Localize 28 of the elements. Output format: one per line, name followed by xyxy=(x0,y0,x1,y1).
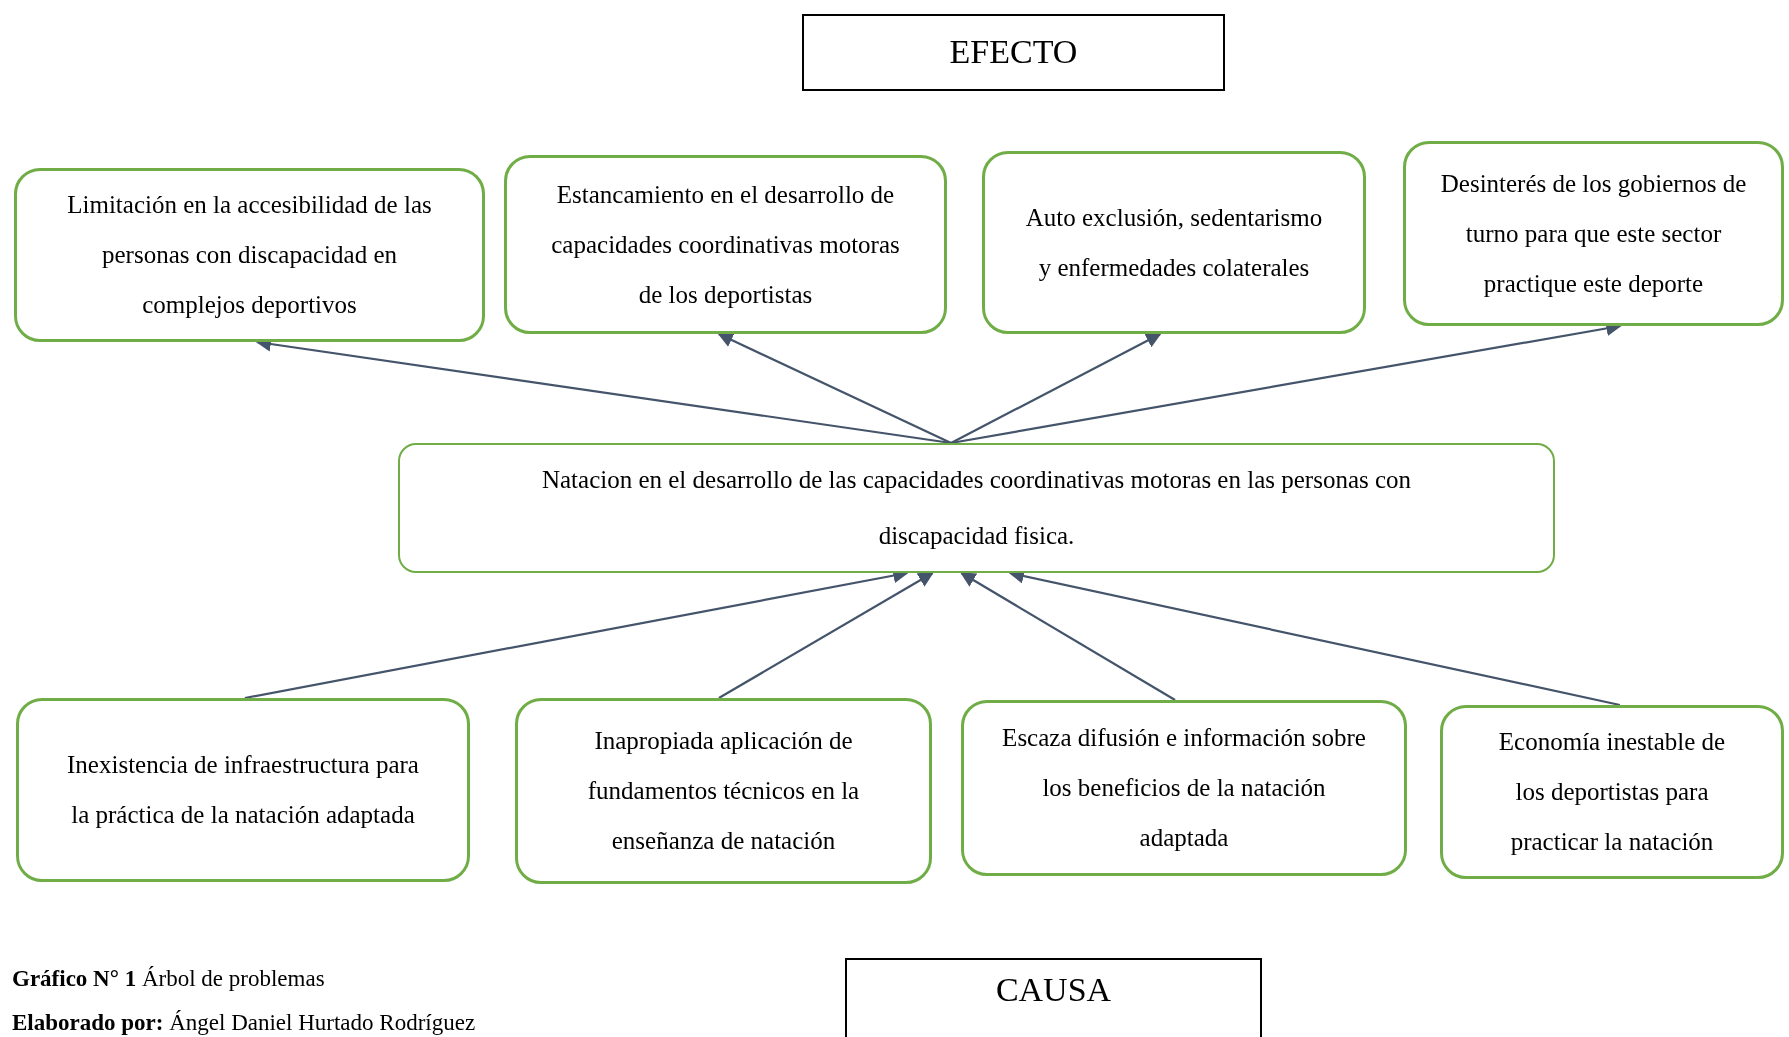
box-text: Natacion en el desarrollo de las capacidades coordinativas motoras en las personas con discapacidad fisica. xyxy=(540,465,1413,551)
box-text: Limitación en la accesibilidad de las personas con discapacidad en complejos deportivos xyxy=(66,190,433,320)
box-text: Auto exclusión, sedentarismo y enfermedades colaterales xyxy=(1024,202,1324,283)
rounded-box xyxy=(504,155,947,334)
arrow xyxy=(718,572,934,699)
arrow xyxy=(960,572,1176,701)
rounded-box xyxy=(1403,141,1784,326)
box-text: Inexistencia de infraestructura para la práctica de la natación adaptada xyxy=(66,750,420,830)
box-text: EFECTO xyxy=(949,32,1078,73)
rounded-box xyxy=(961,700,1407,876)
rounded-box xyxy=(515,698,932,884)
rounded-box xyxy=(982,151,1366,334)
heading-box xyxy=(802,14,1225,91)
arrow xyxy=(950,333,1162,444)
box-text: Escaza difusión e información sobre los beneficios de la natación adaptada xyxy=(1001,723,1367,853)
caption: Gráfico N° 1 Árbol de problemas xyxy=(12,966,325,992)
box-text: Inapropiada aplicación de fundamentos técnicos en la enseñanza de natación xyxy=(586,726,861,856)
box-text: Desinterés de los gobiernos de turno para que este sector practique este deporte xyxy=(1439,168,1748,299)
arrow xyxy=(717,332,952,444)
problem-box xyxy=(398,443,1555,573)
box-text: Economía inestable de los deportistas para practicar la natación xyxy=(1497,727,1727,857)
heading-box xyxy=(845,958,1262,1037)
rounded-box xyxy=(14,168,485,342)
box-text: CAUSA xyxy=(995,970,1112,1010)
box-text: Estancamiento en el desarrollo de capacidades coordinativas motoras de los deportistas xyxy=(550,179,901,310)
rounded-box xyxy=(1440,705,1784,879)
credit-note: Elaborado por: Ángel Daniel Hurtado Rodríguez xyxy=(12,1010,476,1036)
rounded-box xyxy=(16,698,470,882)
